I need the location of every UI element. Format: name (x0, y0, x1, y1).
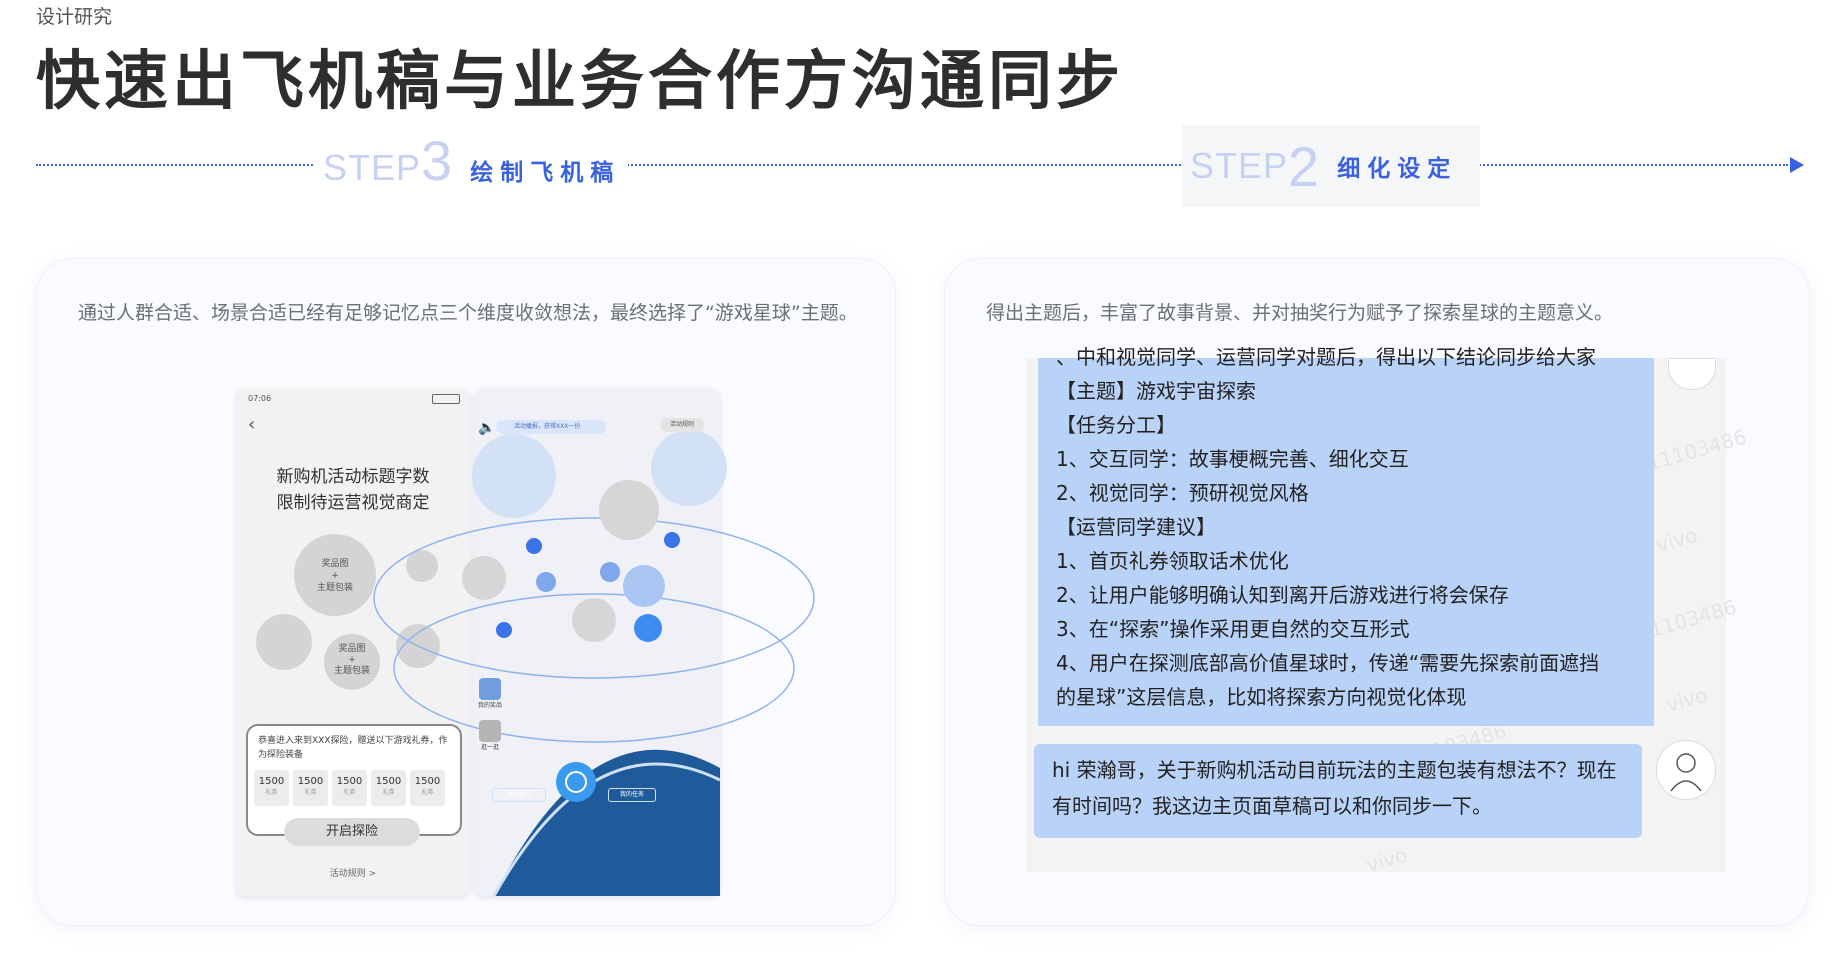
step-2-number: 2 (1288, 134, 1320, 198)
timeline-line (36, 164, 1788, 166)
coupon-item[interactable]: 1500 礼券 (371, 770, 406, 806)
coupon-sub: 礼券 (265, 789, 278, 796)
back-icon[interactable]: ‹ (248, 414, 256, 435)
wireframe-screen: 07:06 ‹ 新购机活动标题字数 限制待运营视觉商定 奖品图 + 主题包装 奖… (236, 388, 470, 896)
summary-line: 1、首页礼券领取话术优化 (1056, 549, 1289, 573)
coupon-item[interactable]: 1500 礼券 (293, 770, 328, 806)
planet-field (373, 430, 815, 897)
speaker-icon[interactable]: 🔈 (478, 420, 496, 436)
chat-screenshot: 11103486 vivo 11103486 vivo 11103486 viv… (1026, 345, 1749, 877)
timeline-arrow-icon (1790, 157, 1804, 173)
probe-button[interactable]: 探测器*2 (492, 788, 546, 802)
visual-draft-screen: 🔈 活动播报，获得XXX一份 活动规则 我的奖品 逛一逛 探测器*2 我的任务 (373, 388, 815, 897)
avatar (1656, 740, 1716, 800)
browse-label: 逛一逛 (480, 744, 499, 751)
watermark: vivo (1663, 682, 1710, 718)
coupon-row: 1500 礼券 1500 礼券 1500 礼券 1500 礼券 1500 礼券 (254, 770, 445, 806)
battery-icon (432, 394, 460, 404)
my-prize-entry[interactable]: 我的奖品 (476, 678, 504, 709)
right-card-description: 得出主题后，丰富了故事背景、并对抽奖行为赋予了探索星球的主题意义。 (986, 302, 1614, 324)
rules-link[interactable]: 活动规则 > (329, 869, 377, 879)
coupon-item[interactable]: 1500 礼券 (332, 770, 367, 806)
step-2-label: 细化设定 (1337, 156, 1458, 182)
headline-line-2: 限制待运营视觉商定 (276, 493, 430, 513)
start-explore-button[interactable]: 开启探险 (284, 818, 420, 846)
step-3-label: 绘制飞机稿 (470, 160, 621, 186)
coupon-sub: 礼券 (304, 789, 317, 796)
step-3: STEP 3 绘制飞机稿 (315, 128, 629, 193)
step-2-word: STEP (1190, 145, 1289, 186)
watermark: vivo (1653, 522, 1700, 558)
coupon-sub: 礼券 (382, 789, 395, 796)
summary-line: 【主题】游戏宇宙探索 (1056, 379, 1256, 403)
bubble-1-line-1: 奖品图 (321, 559, 349, 569)
bubble-1-line-2: + (331, 571, 339, 581)
welcome-popup: 恭喜进入来到XXX探险，赠送以下游戏礼券，作为探险装备 1500 礼券 1500 礼… (246, 724, 462, 836)
rules-tag[interactable]: 活动规则 (660, 418, 704, 432)
bubble-2-line-1: 奖品图 (338, 644, 366, 654)
bubble-2-line-2: + (348, 655, 356, 665)
step-3-number: 3 (421, 129, 453, 192)
coupon-sub: 礼券 (421, 789, 434, 796)
status-time: 07:06 (248, 394, 272, 403)
coupon-item[interactable]: 1500 礼券 (410, 770, 445, 806)
browse-figure-icon (479, 720, 501, 742)
wireframe-headline: 新购机活动标题字数 限制待运营视觉商定 (236, 464, 470, 516)
message-bubble-greeting: hi 荣瀚哥，关于新购机活动目前玩法的主题包装有想法不？现在有时间吗？我这边主页… (1034, 744, 1642, 838)
left-card-description: 通过人群合适、场景合适已经有足够记忆点三个维度收敛想法，最终选择了“游戏星球”主… (78, 302, 858, 324)
summary-line: 4、用户在探测底部高价值星球时，传递“需要先探索前面遮挡 (1056, 651, 1600, 675)
prize-robot-icon (479, 678, 501, 700)
browse-entry[interactable]: 逛一逛 (476, 720, 504, 751)
coupon-sub: 礼券 (343, 789, 356, 796)
summary-line: 3、在“探索”操作采用更自然的交互形式 (1056, 617, 1410, 641)
headline-line-1: 新购机活动标题字数 (276, 467, 430, 487)
prize-bubble-second[interactable]: 奖品图 + 主题包装 (324, 634, 380, 690)
coupon-value: 1500 (375, 776, 402, 787)
bubble-small (406, 550, 438, 582)
avatar (1668, 358, 1716, 390)
summary-line: 1、交互同学：故事梗概完善、细化交互 (1056, 447, 1409, 471)
summary-line: 的星球”这层信息，比如将探索方向视觉化体现 (1056, 685, 1467, 709)
section-kicker: 设计研究 (36, 6, 113, 28)
summary-cut-line: 、中和视觉同学、运营同学对题后，得出以下结论同步给大家 (1056, 345, 1596, 369)
coupon-value: 1500 (258, 776, 285, 787)
summary-line: 2、视觉同学：预研视觉风格 (1056, 481, 1309, 505)
summary-line: 2、让用户能够明确认知到离开后游戏进行将会保存 (1056, 583, 1509, 607)
bubble-1-line-3: 主题包装 (316, 583, 353, 593)
popup-text: 恭喜进入来到XXX探险，赠送以下游戏礼券，作为探险装备 (258, 736, 448, 760)
step-2: STEP 2 细化设定 (1182, 125, 1480, 207)
tasks-button[interactable]: 我的任务 (608, 788, 656, 802)
coupon-value: 1500 (336, 776, 363, 787)
coupon-value: 1500 (297, 776, 324, 787)
step-3-word: STEP (323, 147, 422, 188)
summary-line: 【任务分工】 (1056, 413, 1176, 437)
bubble-medium (256, 614, 312, 670)
my-prize-label: 我的奖品 (477, 702, 502, 709)
coupon-value: 1500 (414, 776, 441, 787)
notice-bar: 活动播报，获得XXX一份 (496, 420, 606, 434)
page-title: 快速出飞机稿与业务合作方沟通同步 (36, 45, 1124, 119)
prize-bubble-large[interactable]: 奖品图 + 主题包装 (294, 534, 376, 616)
bubble-2-line-3: 主题包装 (333, 666, 370, 676)
message-bubble-summary: 、中和视觉同学、运营同学对题后，得出以下结论同步给大家 【主题】游戏宇宙探索 【… (1038, 345, 1654, 726)
avatar-sketch-icon (1670, 753, 1702, 792)
summary-line: 【运营同学建议】 (1056, 515, 1216, 539)
coupon-item[interactable]: 1500 礼券 (254, 770, 289, 806)
